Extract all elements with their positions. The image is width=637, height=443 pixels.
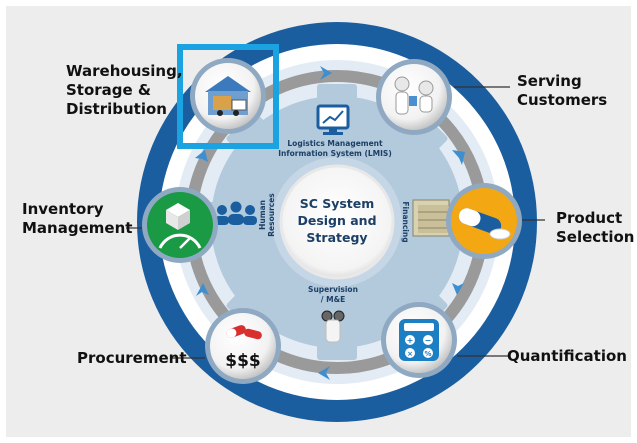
procurement-dollar-text: $$$: [225, 351, 261, 371]
center-hub: [279, 164, 395, 280]
stage-label-serving-customers: Serving Customers: [517, 72, 608, 109]
warehouse-truck-icon: [205, 76, 251, 116]
stage-label-quantification: Quantification: [507, 347, 627, 365]
stage-label-product-selection: Product Selection: [556, 209, 635, 246]
svg-text:%: %: [424, 350, 431, 358]
arrow-down-icon: [452, 150, 465, 165]
lmis-label-line1: Logistics Management: [287, 139, 383, 148]
human-resources-label-line1: Human: [258, 200, 267, 230]
svg-text:−: −: [425, 336, 432, 345]
svg-text:+: +: [407, 336, 414, 345]
center-title-line1: SC System: [300, 196, 375, 211]
center-title-line3: Strategy: [306, 230, 367, 245]
money-stack-icon: [412, 199, 450, 237]
calculator-icon: + − × %: [399, 319, 439, 361]
center-title-line2: Design and: [297, 213, 376, 228]
arrow-left-icon: [318, 366, 330, 380]
warehousing-highlight-box: [177, 44, 279, 149]
lmis-label-line2: Information System (LMIS): [278, 149, 392, 158]
pills-money-icon: [226, 325, 262, 340]
stage-label-inventory-management: Inventory Management: [22, 200, 133, 237]
people-icon: [215, 201, 257, 225]
arrow-up-icon: [196, 283, 209, 296]
supervision-label-line1: Supervision: [308, 285, 358, 294]
human-resources-label-line2: Resources: [267, 193, 276, 237]
arrow-down-icon: [452, 283, 464, 295]
supervision-label-line2: / M&E: [321, 295, 345, 304]
doctor-patient-icon: [394, 76, 434, 115]
capsule-icon: [458, 208, 511, 240]
financing-label: Financing: [401, 201, 410, 242]
arrow-right-icon: [320, 66, 332, 80]
arrow-up-icon: [195, 150, 208, 162]
procurement-ball: [210, 313, 276, 379]
binoculars-icon: [321, 310, 345, 343]
monitor-chart-icon: [316, 104, 350, 135]
stage-label-procurement: Procurement: [77, 349, 187, 367]
svg-text:×: ×: [407, 350, 413, 358]
flow-arrows: [195, 66, 465, 380]
stage-label-warehousing: Warehousing, Storage & Distribution: [66, 62, 183, 118]
box-gauge-icon: [158, 203, 202, 249]
